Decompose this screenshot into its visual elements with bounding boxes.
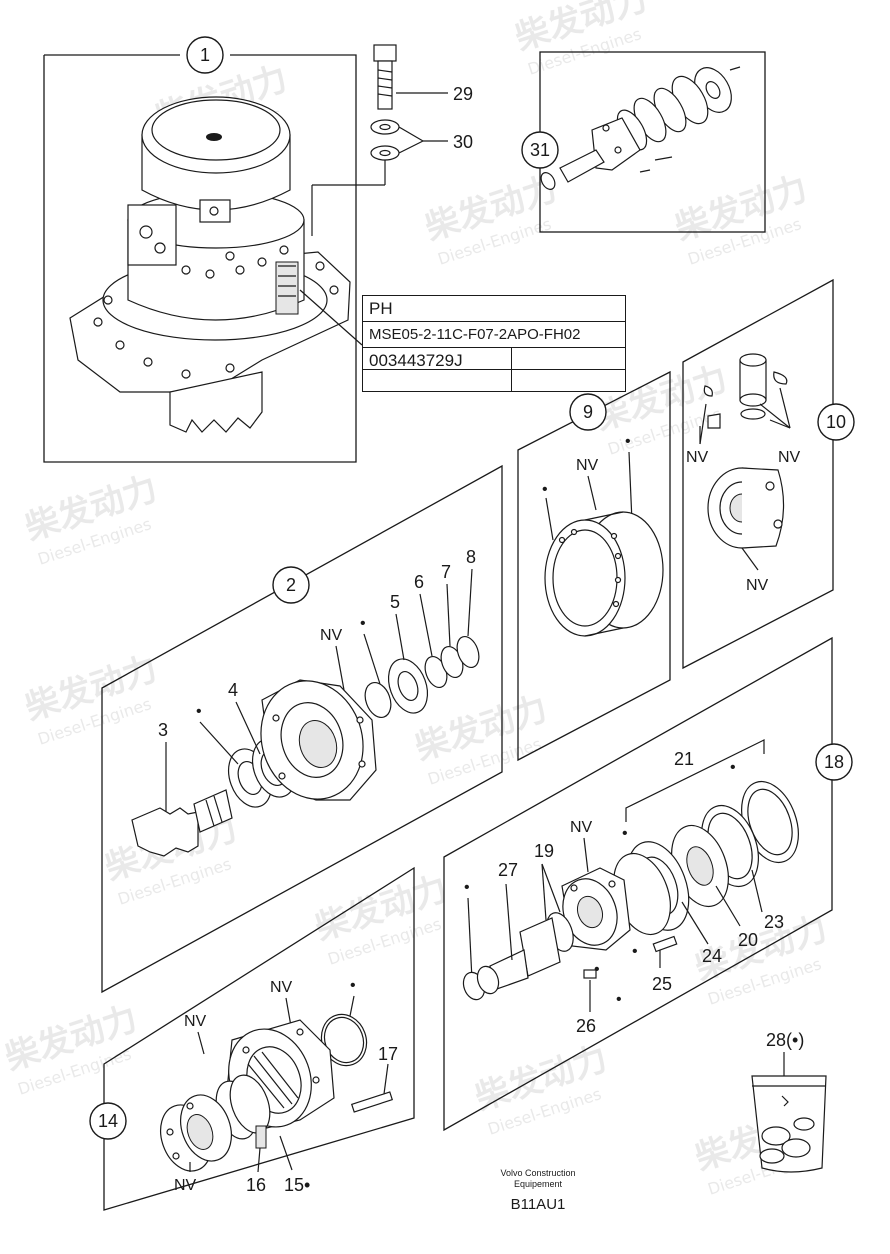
panel-2-frame <box>101 464 503 994</box>
ref-19: 19 <box>534 841 554 861</box>
dot: • <box>625 433 631 450</box>
dot: • <box>350 977 356 994</box>
nameplate-empty-cell <box>512 348 524 369</box>
nameplate-empty-row <box>363 370 625 391</box>
callout-18: 18 <box>824 752 844 772</box>
callout-circle-2 <box>272 566 310 604</box>
footer-company-2: Equipement <box>513 1179 563 1189</box>
panel-9-frame <box>517 370 671 762</box>
callout-2: 2 <box>286 575 296 595</box>
callout-14: 14 <box>98 1111 118 1131</box>
swing-motor-illustration <box>69 96 351 433</box>
panel-31-valve: 31 <box>521 51 766 233</box>
nv-label: NV <box>686 449 709 466</box>
ref-21: 21 <box>674 749 694 769</box>
dot: • <box>196 703 202 720</box>
panel-14-housing: 14 NV • NV 17 NV 16 <box>89 866 415 1211</box>
ref-29: 29 <box>453 84 473 104</box>
ref-23: 23 <box>764 912 784 932</box>
dot: • <box>730 759 736 776</box>
nv-label: NV <box>746 577 769 594</box>
ref-16: 16 <box>246 1175 266 1195</box>
nameplate-line-2: MSE05-2-11C-F07-2APO-FH02 <box>363 322 625 348</box>
drawing-code: B11AU1 <box>510 1196 566 1213</box>
bolt-and-washers: 29 30 <box>299 44 473 346</box>
dot: • <box>542 481 548 498</box>
callout-10: 10 <box>826 412 846 432</box>
ref-26: 26 <box>576 1016 596 1036</box>
ref-17: 17 <box>378 1044 398 1064</box>
ref-28: 28(•) <box>766 1030 804 1050</box>
panel-9-ring: 9 NV • • <box>517 370 671 762</box>
callout-circle-31 <box>521 131 559 169</box>
nv-label: NV <box>174 1177 197 1194</box>
ref-20: 20 <box>738 930 758 950</box>
ref-27: 27 <box>498 860 518 880</box>
nameplate-table: PH MSE05-2-11C-F07-2APO-FH02 003443729J <box>362 295 626 392</box>
nv-label: NV <box>184 1013 207 1030</box>
nv-label: NV <box>570 819 593 836</box>
dot: • <box>622 825 628 842</box>
callout-circle-10 <box>817 403 855 441</box>
nv-label: NV <box>576 457 599 474</box>
ref-7: 7 <box>441 562 451 582</box>
nameplate-empty-cell <box>363 370 512 391</box>
panel-10-frame <box>682 278 834 670</box>
ref-6: 6 <box>414 572 424 592</box>
ref-30: 30 <box>453 132 473 152</box>
ref-15: 15• <box>284 1175 310 1195</box>
ref-25: 25 <box>652 974 672 994</box>
nv-label: NV <box>270 979 293 996</box>
panel-10-parts: 10 NV NV NV <box>682 278 855 670</box>
panel-1-swing-motor: 1 <box>43 36 357 463</box>
nameplate-line-3-row: 003443729J <box>363 348 625 370</box>
watermark-group: 柴发动力 Diesel-Engines 柴发动力 Diesel-Engines … <box>0 0 832 1199</box>
nv-label: NV <box>320 627 343 644</box>
panel-2-output-shaft: 2 3 4 • NV • 5 6 <box>101 464 503 994</box>
panel-18-frame <box>443 636 833 1132</box>
nameplate-line-3: 003443729J <box>363 348 512 370</box>
ref-4: 4 <box>228 680 238 700</box>
callout-circle-14 <box>89 1102 127 1140</box>
ref-3: 3 <box>158 720 168 740</box>
dot: • <box>464 879 470 896</box>
callout-31: 31 <box>530 140 550 160</box>
callout-circle-9 <box>569 393 607 431</box>
nameplate-line-1: PH <box>363 296 625 322</box>
ref-5: 5 <box>390 592 400 612</box>
nv-label: NV <box>778 449 801 466</box>
dot: • <box>360 615 366 632</box>
nameplate-empty-cell <box>512 370 524 391</box>
ref-24: 24 <box>702 946 722 966</box>
panel-14-frame <box>103 866 415 1211</box>
dot: • <box>594 961 600 978</box>
callout-9: 9 <box>583 402 593 422</box>
callout-circle-18 <box>815 743 853 781</box>
dot: • <box>632 943 638 960</box>
footer-company: Volvo Construction <box>500 1168 576 1178</box>
ref-8: 8 <box>466 547 476 567</box>
seal-kit-bag: 28(•) <box>751 1030 827 1173</box>
callout-1: 1 <box>200 45 210 65</box>
panel-18-brake: 18 21 • • 23 20 24 NV 19 27 <box>443 636 853 1132</box>
dot: • <box>616 991 622 1008</box>
callout-circle-1 <box>186 36 224 74</box>
panel-1-frame <box>43 54 357 463</box>
drawing-footer: Volvo Construction Equipement B11AU1 <box>468 1168 608 1213</box>
